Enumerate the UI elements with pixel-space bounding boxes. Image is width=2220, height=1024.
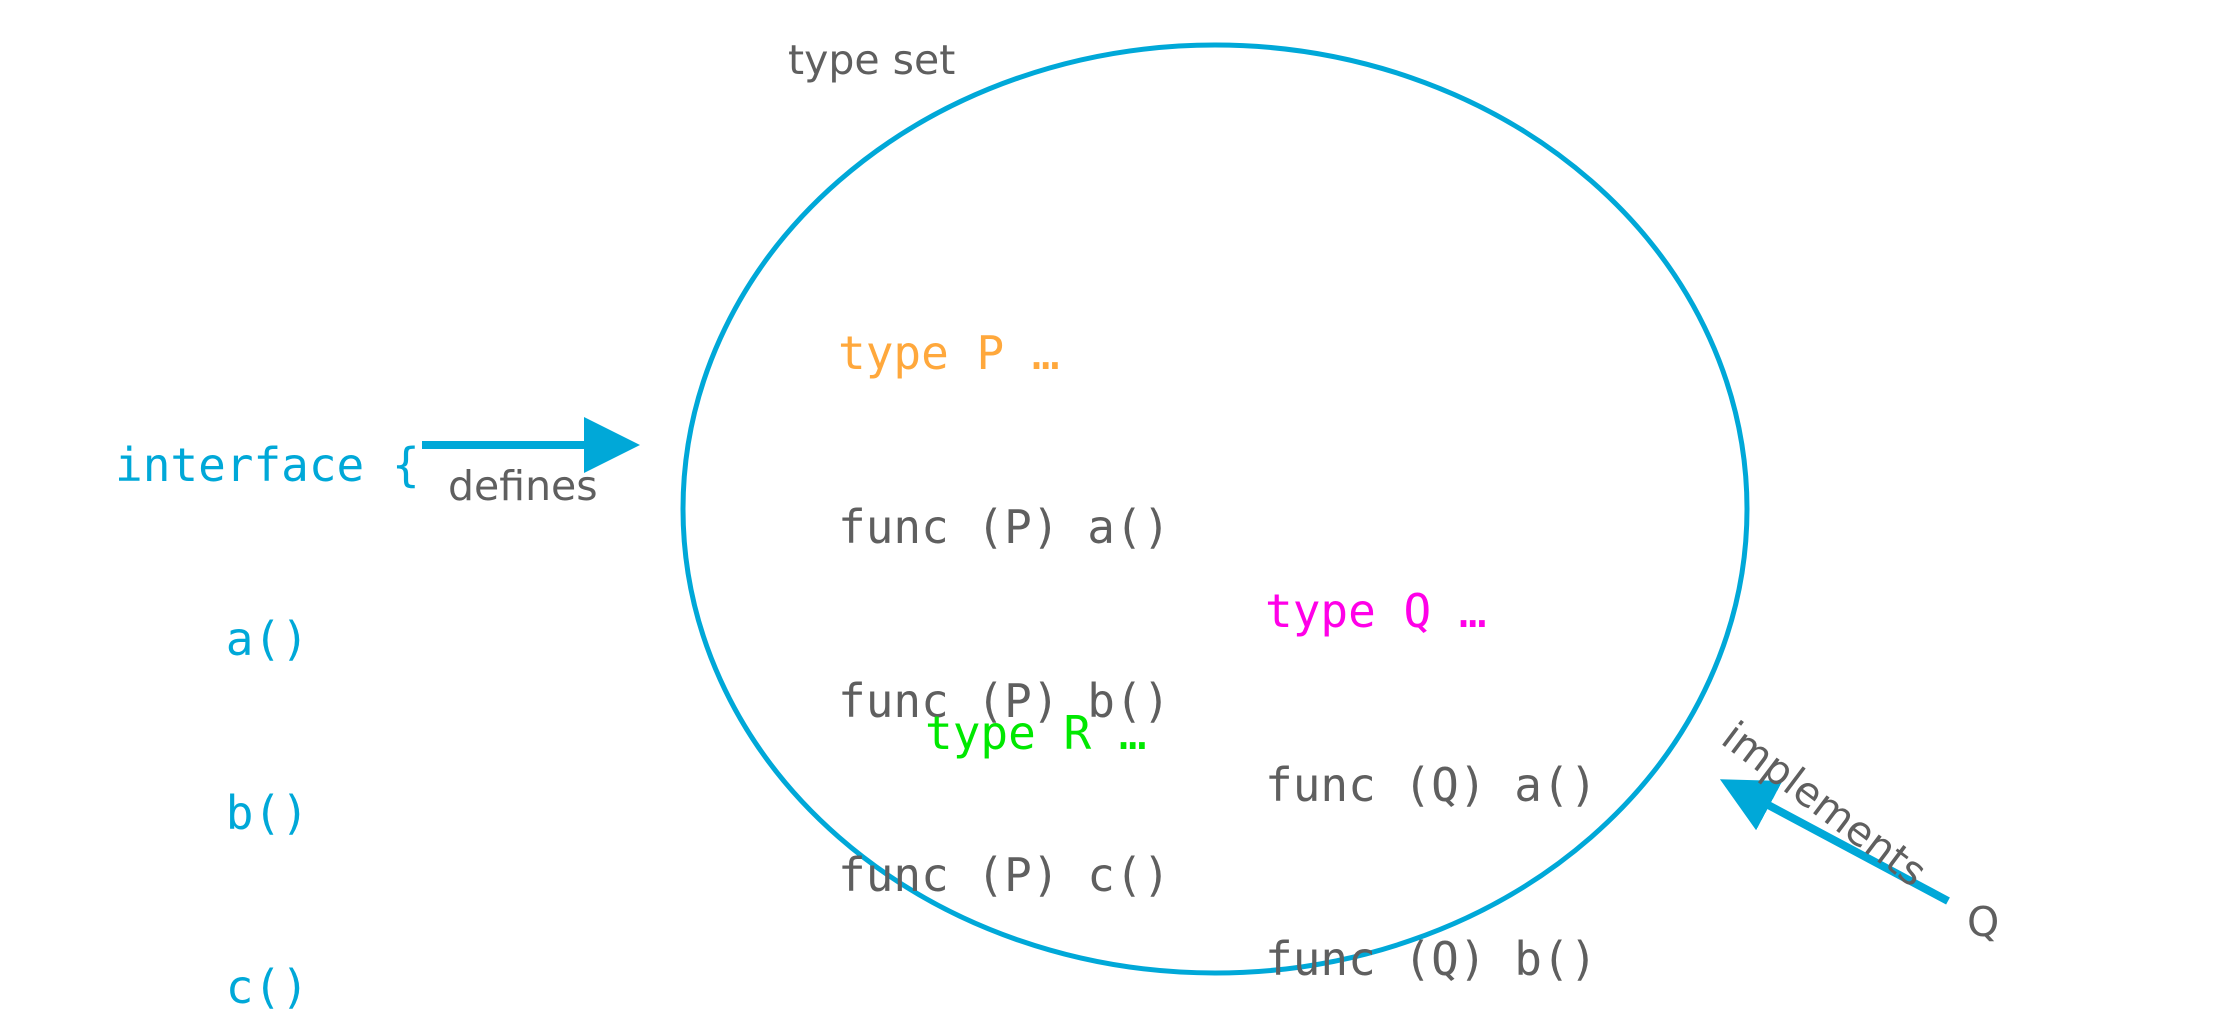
type-p-method: func (P) c() xyxy=(838,848,1171,902)
interface-code-block: interface { a() b() c() } xyxy=(115,320,420,1024)
interface-line: b() xyxy=(115,786,309,840)
type-set-ellipse xyxy=(680,42,1750,976)
interface-line: interface { xyxy=(115,438,420,492)
implements-arrow xyxy=(1719,779,1950,905)
type-r-block: type R … xyxy=(925,588,1147,878)
type-q-block: type Q … func (Q) a() func (Q) b() func … xyxy=(1265,466,1597,1024)
type-q-header: type Q … xyxy=(1265,584,1487,638)
type-p-method: func (P) a() xyxy=(838,500,1171,554)
type-p-block: type P … func (P) a() func (P) b() func … xyxy=(838,208,1170,1024)
implements-source-label: Q xyxy=(1967,898,2000,946)
type-p-method: func (P) b() xyxy=(838,674,1171,728)
type-p-method: func (P) d() xyxy=(838,1020,1170,1024)
type-p-header: type P … xyxy=(838,326,1060,380)
type-r-header: type R … xyxy=(925,706,1147,760)
defines-edge-label: defines xyxy=(448,462,598,510)
type-set-label: type set xyxy=(788,36,956,84)
type-q-method: func (Q) b() xyxy=(1265,932,1598,986)
interface-line: c() xyxy=(115,960,309,1014)
type-q-method: func (Q) a() xyxy=(1265,758,1598,812)
interface-line: a() xyxy=(115,612,309,666)
